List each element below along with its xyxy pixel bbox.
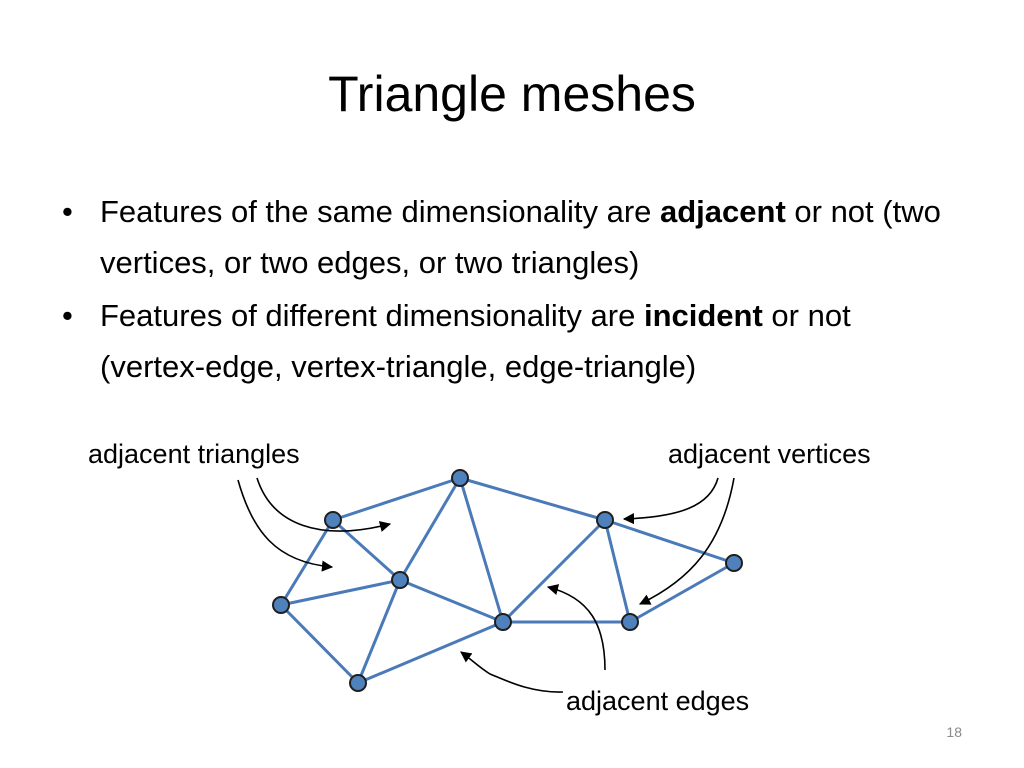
mesh-vertex	[451, 469, 469, 487]
arrow-vertices-1	[622, 477, 719, 525]
label-adjacent-edges: adjacent edges	[566, 686, 749, 716]
bullet-dot-icon: •	[62, 298, 73, 333]
mesh-edge	[603, 518, 736, 565]
annotation-arrows	[237, 477, 735, 693]
bullet-text-before: Features of the same dimensionality are	[100, 194, 660, 229]
mesh-edge	[331, 518, 402, 582]
mesh-edge	[398, 578, 505, 624]
arrow-triangles-1	[256, 477, 392, 532]
mesh-edge	[279, 603, 360, 685]
label-adjacent-triangles: adjacent triangles	[88, 439, 300, 469]
mesh-edge	[398, 476, 462, 582]
mesh-vertex	[725, 554, 743, 572]
mesh-vertices	[272, 469, 743, 692]
mesh-edge	[501, 518, 607, 624]
bullet-item-adjacent: • Features of the same dimensionality are…	[62, 186, 962, 288]
mesh-vertex	[621, 613, 639, 631]
slide-title: Triangle meshes	[328, 66, 696, 122]
mesh-edge	[628, 561, 736, 624]
arrow-triangles-2	[237, 479, 334, 572]
bullet-text-before: Features of different dimensionality are	[100, 298, 644, 333]
mesh-vertex	[324, 511, 342, 529]
mesh-edge	[279, 578, 402, 607]
bullet-text-after: or not (two vertices, or two edges, or t…	[100, 194, 941, 280]
mesh-vertex	[494, 613, 512, 631]
bullet-bold-term: incident	[643, 298, 763, 333]
mesh-edge	[458, 476, 505, 624]
arrow-edges-2	[460, 651, 564, 693]
mesh-vertex	[596, 511, 614, 529]
slide-number: 18	[946, 724, 962, 740]
arrow-edges-1	[546, 584, 606, 671]
mesh-vertex	[272, 596, 290, 614]
mesh-edge	[356, 578, 402, 685]
arrow-vertices-2	[638, 477, 735, 605]
mesh-edge	[458, 476, 607, 522]
bullet-text-after: or not (vertex-edge, vertex-triangle, ed…	[100, 298, 851, 384]
bullet-item-incident: • Features of different dimensionality ar…	[62, 290, 962, 392]
mesh-edge	[603, 518, 632, 624]
mesh-edge	[356, 620, 505, 685]
mesh-vertex	[349, 674, 367, 692]
mesh-edges	[279, 476, 736, 685]
bullet-list: • Features of the same dimensionality are…	[62, 186, 962, 394]
bullet-dot-icon: •	[62, 194, 73, 229]
mesh-edge	[331, 476, 462, 522]
bullet-bold-term: adjacent	[660, 194, 786, 229]
label-adjacent-vertices: adjacent vertices	[668, 439, 871, 469]
mesh-vertex	[391, 571, 409, 589]
